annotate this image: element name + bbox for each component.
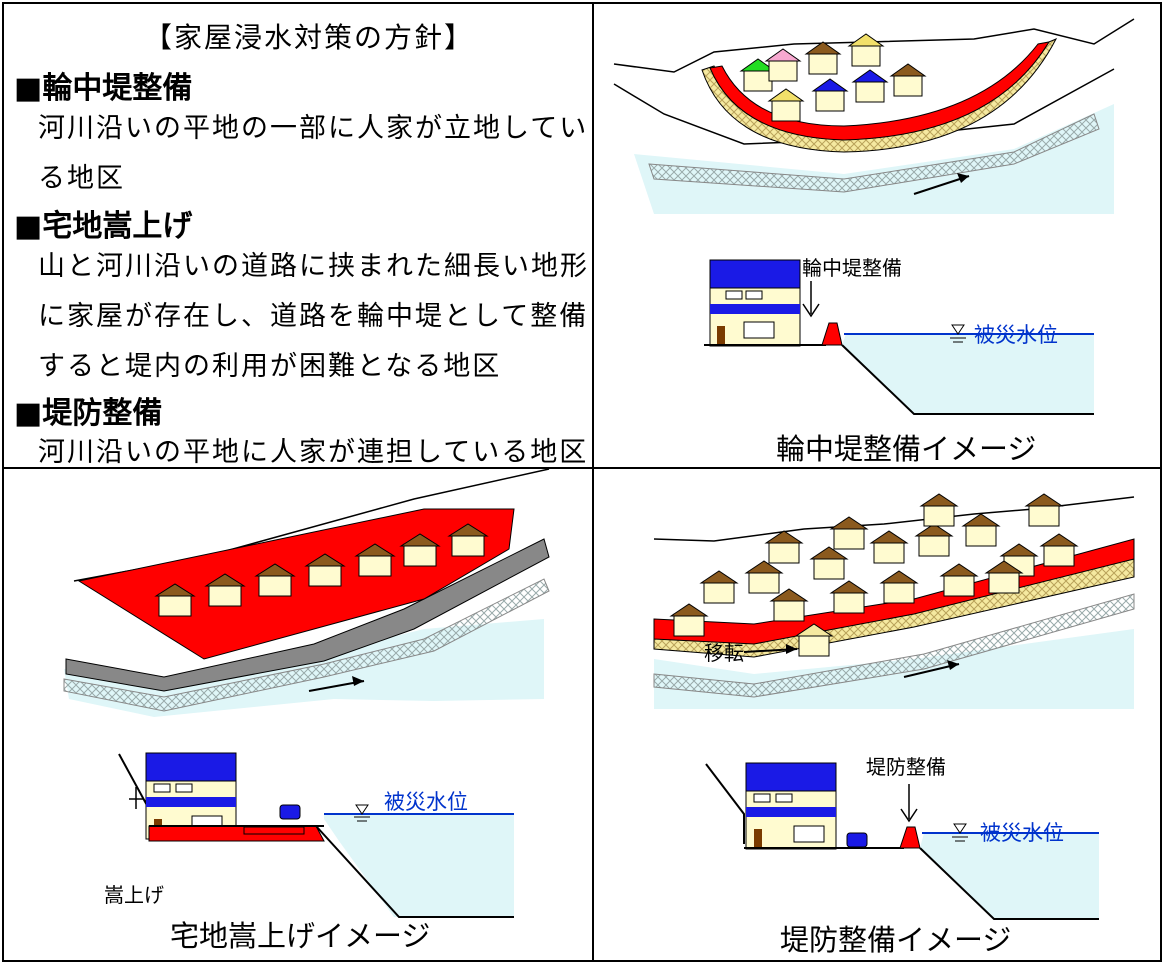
policy-title: 【家屋浸水対策の方針】 bbox=[144, 21, 475, 54]
raising-caption: 宅地嵩上げイメージ bbox=[170, 919, 431, 953]
embankment-label: 堤防整備 bbox=[866, 755, 946, 779]
ring-levee-illustration bbox=[613, 18, 1135, 415]
section-heading-ring-levee: ■輪中堤整備 bbox=[14, 71, 193, 106]
ring-levee bbox=[709, 41, 1051, 141]
embankment-section bbox=[705, 762, 1099, 920]
raising-panel: 嵩上げ 被災水位 宅地嵩上げイメージ bbox=[4, 469, 590, 961]
relocated-house bbox=[794, 623, 834, 657]
section-body-embankment: 河川沿いの平地に人家が連担している地区 bbox=[38, 437, 589, 468]
relocation-label: 移転 bbox=[704, 641, 744, 665]
raise-label: 嵩上げ bbox=[104, 883, 164, 907]
ring-levee-label: 輪中堤整備 bbox=[802, 256, 902, 280]
ring-levee-section bbox=[704, 259, 1094, 415]
embankment-illustration bbox=[653, 493, 1135, 920]
section-body-raising: 山と河川沿いの道路に挟まれた細長い地形に家屋が存在し、道路を輪中堤として整備する… bbox=[38, 251, 589, 382]
raising-water-level-label: 被災水位 bbox=[384, 790, 468, 814]
row-divider bbox=[2, 467, 1162, 469]
ring-levee-caption: 輪中堤整備イメージ bbox=[776, 432, 1037, 466]
ring-levee-water-level-label: 被災水位 bbox=[974, 323, 1058, 347]
embankment-panel: 移転 堤防整備 被災水位 堤防整備イメージ bbox=[594, 469, 1160, 961]
ring-levee-panel: 輪中堤整備 被災水位 輪中堤整備イメージ bbox=[594, 4, 1160, 466]
houses-group bbox=[739, 33, 927, 122]
embankment-caption: 堤防整備イメージ bbox=[780, 923, 1012, 957]
column-divider bbox=[592, 2, 594, 962]
raising-illustration bbox=[63, 469, 550, 918]
houses-group bbox=[669, 493, 1079, 657]
section-body-ring-levee: 河川沿いの平地の一部に人家が立地している地区 bbox=[38, 113, 589, 194]
houses-group bbox=[154, 523, 489, 617]
section-heading-embankment: ■堤防整備 bbox=[14, 396, 163, 431]
raising-section bbox=[118, 752, 514, 918]
embankment-water-level-label: 被災水位 bbox=[980, 821, 1064, 845]
river-water bbox=[634, 104, 1114, 214]
section-heading-raising: ■宅地嵩上げ bbox=[14, 209, 193, 244]
